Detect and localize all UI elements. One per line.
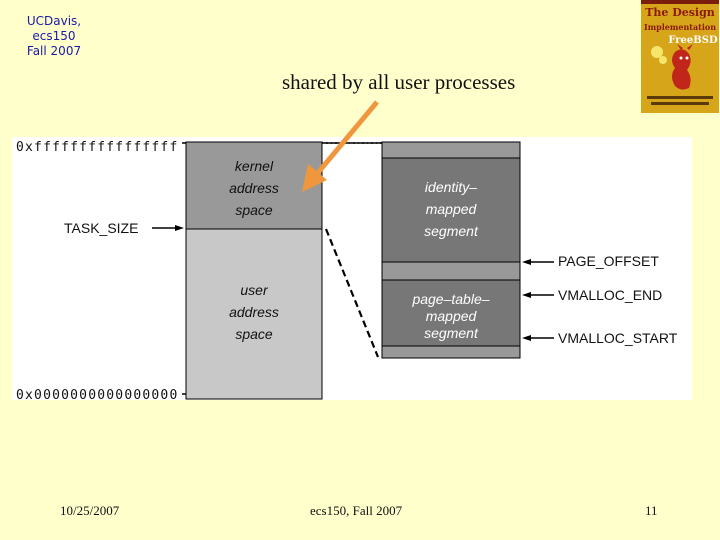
- kernel-top-strip: [381, 141, 521, 159]
- kernel-address-space-block: [185, 141, 323, 230]
- bottom-strip: [381, 345, 521, 359]
- page-table-mapped-segment: [381, 279, 521, 347]
- vmalloc-end-label: VMALLOC_END: [558, 287, 662, 303]
- page-offset-arrowhead: [522, 259, 531, 265]
- task-size-label: TASK_SIZE: [64, 220, 138, 236]
- kernel-space-label-3: space: [235, 202, 273, 218]
- shared-callout-text: shared by all user processes: [282, 70, 516, 94]
- course-line-1: UCDavis, ecs150: [26, 14, 82, 43]
- freebsd-book-cover-image: The Design Implementation FreeBSD: [641, 0, 719, 113]
- kernel-space-label-1: kernel: [235, 158, 274, 174]
- book-title-2: Implementation: [644, 22, 716, 32]
- bottom-address-label: 0x0000000000000000: [16, 388, 178, 400]
- course-header: UCDavis, ecs150 Fall 2007: [6, 14, 102, 59]
- user-space-label-1: user: [240, 282, 269, 298]
- book-title-3: FreeBSD: [668, 35, 718, 46]
- page-table-segment-label-1: page–table–: [411, 291, 489, 307]
- footer-date: 10/25/2007: [60, 503, 120, 518]
- identity-segment-label-3: segment: [424, 223, 479, 239]
- book-title-1: The Design: [645, 6, 715, 19]
- user-space-label-2: address: [229, 304, 279, 320]
- user-space-label-3: space: [235, 326, 273, 342]
- memory-layout-diagram: 0xffffffffffffffff 0x0000000000000000 ke…: [12, 137, 692, 400]
- top-address-label: 0xffffffffffffffff: [16, 140, 178, 155]
- identity-mapped-segment: [381, 157, 521, 263]
- page-table-segment-label-2: mapped: [426, 308, 478, 324]
- gap-strip: [381, 261, 521, 281]
- footer-course: ecs150, Fall 2007: [310, 503, 403, 518]
- footer-page-number: 11: [645, 503, 658, 518]
- identity-segment-label-2: mapped: [426, 201, 478, 217]
- identity-segment-label-1: identity–: [425, 179, 477, 195]
- task-size-arrowhead: [175, 225, 184, 231]
- vmalloc-end-arrowhead: [522, 292, 531, 298]
- user-address-space-block: [185, 228, 323, 400]
- zoom-connector-line: [324, 228, 380, 358]
- vmalloc-start-label: VMALLOC_START: [558, 330, 678, 346]
- page-offset-label: PAGE_OFFSET: [558, 253, 659, 269]
- page-table-segment-label-3: segment: [424, 325, 479, 341]
- kernel-space-label-2: address: [229, 180, 279, 196]
- course-line-2: Fall 2007: [26, 44, 82, 58]
- vmalloc-start-arrowhead: [522, 335, 531, 341]
